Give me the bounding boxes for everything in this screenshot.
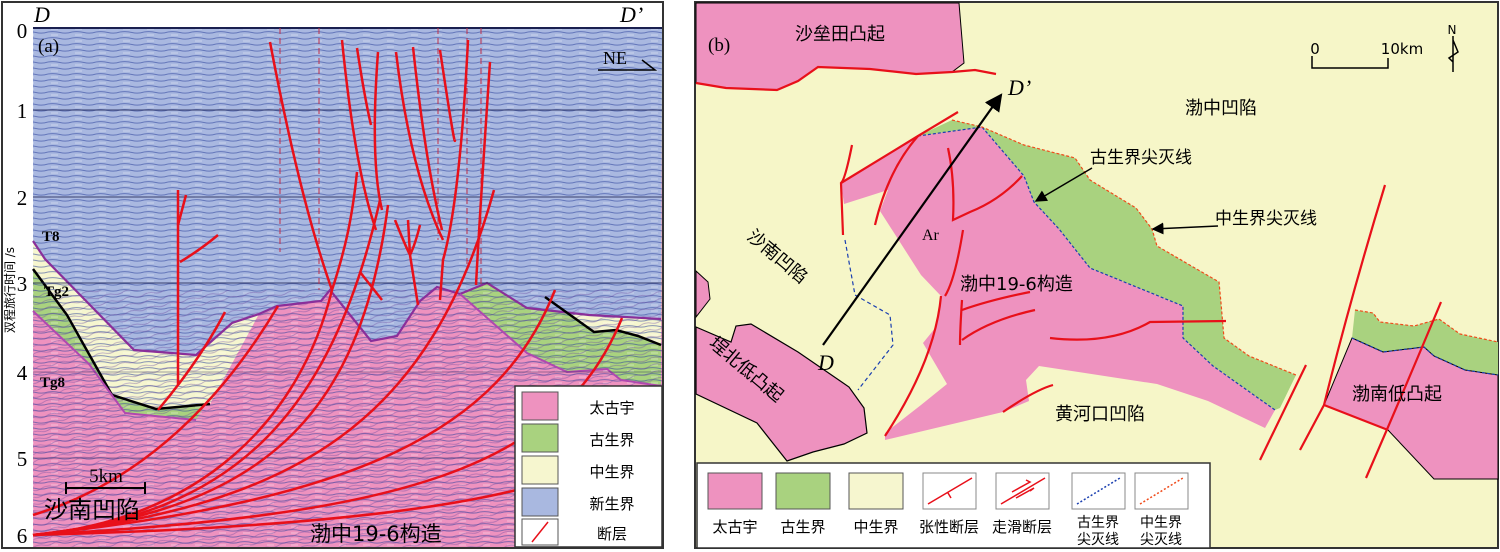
section-end-label: D’ [619,2,643,27]
y-tick: 1 [17,99,28,123]
legend-label: 中生界 [589,463,634,481]
legend-label: 古生界 [1077,515,1119,531]
map-scale-bar: 0 10km [1310,40,1423,69]
panel-a-seismic-section: D D’ (a) NE 0 1 2 3 4 5 6 双程旅行时间 /s T8 T… [1,1,664,549]
map-faults [695,65,1443,479]
panel-a-label: (a) [38,36,59,57]
y-tick: 5 [17,447,28,471]
legend-label: 张性断层 [919,518,979,536]
horizon-label-t8: T8 [42,229,60,245]
y-axis-title: 双程旅行时间 /s [2,247,17,333]
bonan-paleozoic-pinchout [1351,337,1499,376]
legend-item: 古生界尖灭线 [1071,472,1126,548]
legend-item: 中生界尖灭线 [1134,472,1189,548]
structure-label: 渤中19-6构造 [310,522,442,546]
mesozoic-pinchout-symbol-icon [1139,477,1184,505]
chengbei-uplift [695,323,868,462]
y-tick: 0 [17,19,28,43]
scale-end: 10km [1381,40,1423,58]
mesozoic-pinchout-line [951,119,1297,376]
section-end-label-b: D’ [1007,75,1031,100]
legend-item: 张性断层 [919,472,979,536]
legend-item: 中生界 [521,455,635,485]
legend-label: 太古宇 [589,399,634,417]
central-paleozoic-strip [918,120,1296,410]
normal-fault-icon [927,477,973,505]
scale-bar: 5km [65,466,146,494]
direction-indicator: NE [598,48,658,71]
tg8-horizon [32,310,197,421]
chengbei-small-block [695,269,711,319]
legend-label: 古生界 [589,431,634,449]
legend-item: 太古宇 [521,391,635,421]
tg8-horizon-right [459,293,662,387]
legend-a: 太古宇 古生界 中生界 新生界 断层 [514,385,663,548]
section-start-label: D [33,2,50,27]
legend-label: 走滑断层 [992,518,1052,536]
section-start-label-b: D [817,350,834,375]
direction-label: NE [603,48,627,68]
paleozoic-pinchout-pointer [1034,167,1093,202]
north-label: N [1448,23,1457,37]
legend-item: 中生界 [848,472,904,536]
label-bz19-6: 渤中19-6构造 [960,274,1073,295]
horizon-label-tg2: Tg2 [44,284,69,300]
basin-label: 沙南凹陷 [44,496,140,524]
scale-zero: 0 [1310,40,1320,58]
legend-item: 太古宇 [707,472,763,536]
label-huanghekou: 黄河口凹陷 [1055,404,1145,425]
scale-bar-label: 5km [89,466,123,487]
north-arrow-icon: N [1448,23,1459,72]
fault-symbol-icon [531,521,549,543]
legend-label: 尖灭线 [1140,532,1182,548]
legend-item: 断层 [521,518,627,546]
legend-item: 古生界 [521,423,635,453]
direction-arrow-icon [598,59,658,71]
horizon-label-tg8: Tg8 [40,375,65,391]
panel-b-label: (b) [708,35,730,56]
legend-label: 新生界 [589,495,634,513]
legend-b: 太古宇 古生界 中生界 张性断层 走滑断层 古生界尖灭线 中生界尖灭线 [696,462,1211,549]
strike-slip-fault-icon [1000,477,1046,505]
shanan-dashed-boundary [844,239,894,391]
time-gridlines [33,109,662,459]
panel-b-map: D D’ (b) 沙垒田凸起 渤中凹陷 古生界尖灭线 中生界尖灭线 沙南凹陷 A… [694,1,1499,549]
paleozoic-pinchout-line [917,126,1276,411]
legend-item: 新生界 [521,487,635,517]
legend-label: 中生界 [1140,515,1182,531]
label-ar: Ar [922,227,940,244]
legend-item: 古生界 [775,472,831,536]
y-tick: 6 [17,524,28,548]
label-paleozoic-pinchout: 古生界尖灭线 [1090,148,1192,168]
paleozoic-pinchout-symbol-icon [1076,477,1121,505]
bonan-mesozoic-pinchout [1354,309,1499,343]
bz19-6-archean-block [841,127,1275,440]
y-tick: 4 [17,361,28,385]
y-axis-ticks: 0 1 2 3 4 5 6 [17,19,28,548]
legend-label: 古生界 [780,518,825,536]
label-mesozoic-pinchout: 中生界尖灭线 [1215,209,1317,229]
legend-label: 太古宇 [712,518,757,536]
legend-label: 中生界 [853,518,898,536]
label-bozhong-sag: 渤中凹陷 [1185,98,1257,119]
legend-item: 走滑断层 [992,472,1052,536]
y-tick: 3 [17,272,28,296]
mesozoic-pinchout-pointer [1151,222,1219,235]
y-tick: 2 [17,186,28,210]
section-line-arrow [822,93,1003,346]
label-shaleitian: 沙垒田凸起 [795,24,885,45]
legend-label: 断层 [597,525,627,543]
legend-label: 尖灭线 [1077,532,1119,548]
label-bonan: 渤南低凸起 [1352,384,1442,405]
